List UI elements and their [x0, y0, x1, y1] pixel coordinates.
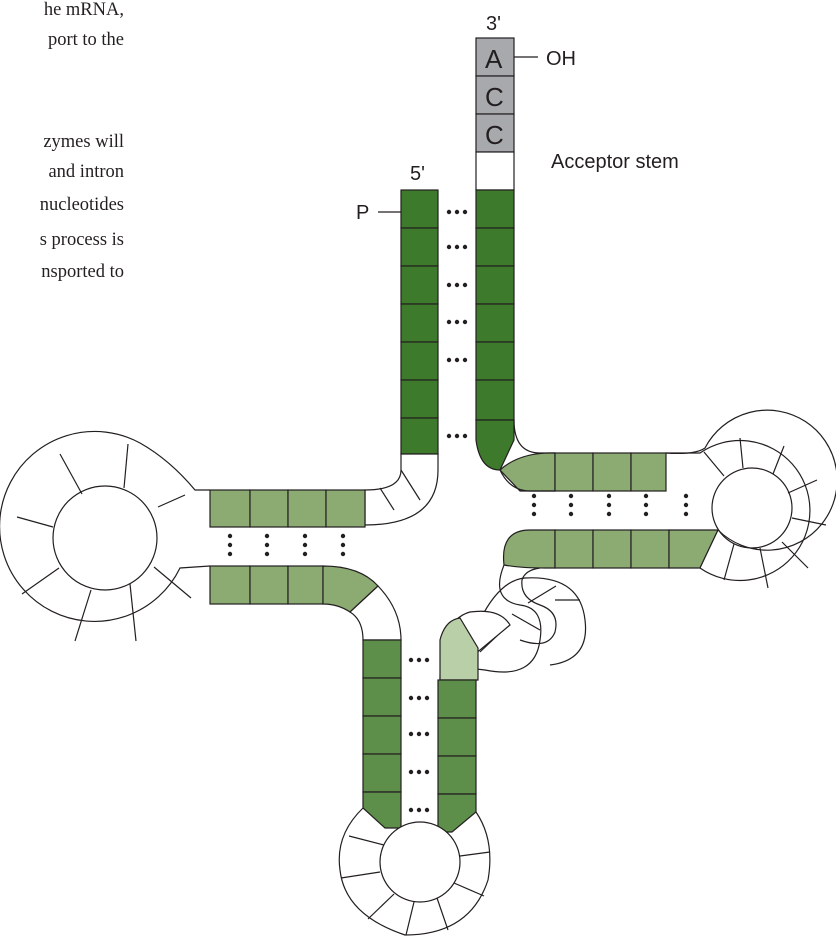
acceptor-5-strand: [401, 190, 438, 454]
d-arm-pairing-dots: [228, 534, 345, 556]
five-prime-label: 5': [410, 163, 425, 185]
t-arm-pairing-dots: [532, 494, 688, 516]
acceptor-stem-label: Acceptor stem: [551, 151, 679, 173]
t-arm-upper-strand: [500, 420, 666, 491]
anticodon-left-strand: [363, 640, 401, 828]
three-prime-label: 3': [486, 13, 501, 35]
acceptor-3-strand: [476, 190, 514, 420]
d-arm-lower-strand: [210, 566, 378, 612]
d-arm-upper-strand: [210, 490, 365, 527]
cca-c1: C: [485, 82, 504, 112]
d-arm-corner: [365, 454, 438, 525]
p-label: P: [356, 202, 369, 224]
cca-a: A: [485, 44, 503, 74]
anticodon-pairing-dots: [409, 658, 429, 812]
variable-loop: [440, 565, 586, 680]
acceptor-pairing-dots: [447, 210, 467, 438]
anticodon-loop: [339, 808, 490, 935]
t-arm-lower-strand: [504, 530, 718, 568]
t-arm-corner: [476, 420, 514, 470]
oh-label: OH: [546, 48, 576, 70]
anticodon-right-strand: [438, 680, 476, 832]
cca-c2: C: [485, 120, 504, 150]
d-loop: [0, 431, 210, 641]
